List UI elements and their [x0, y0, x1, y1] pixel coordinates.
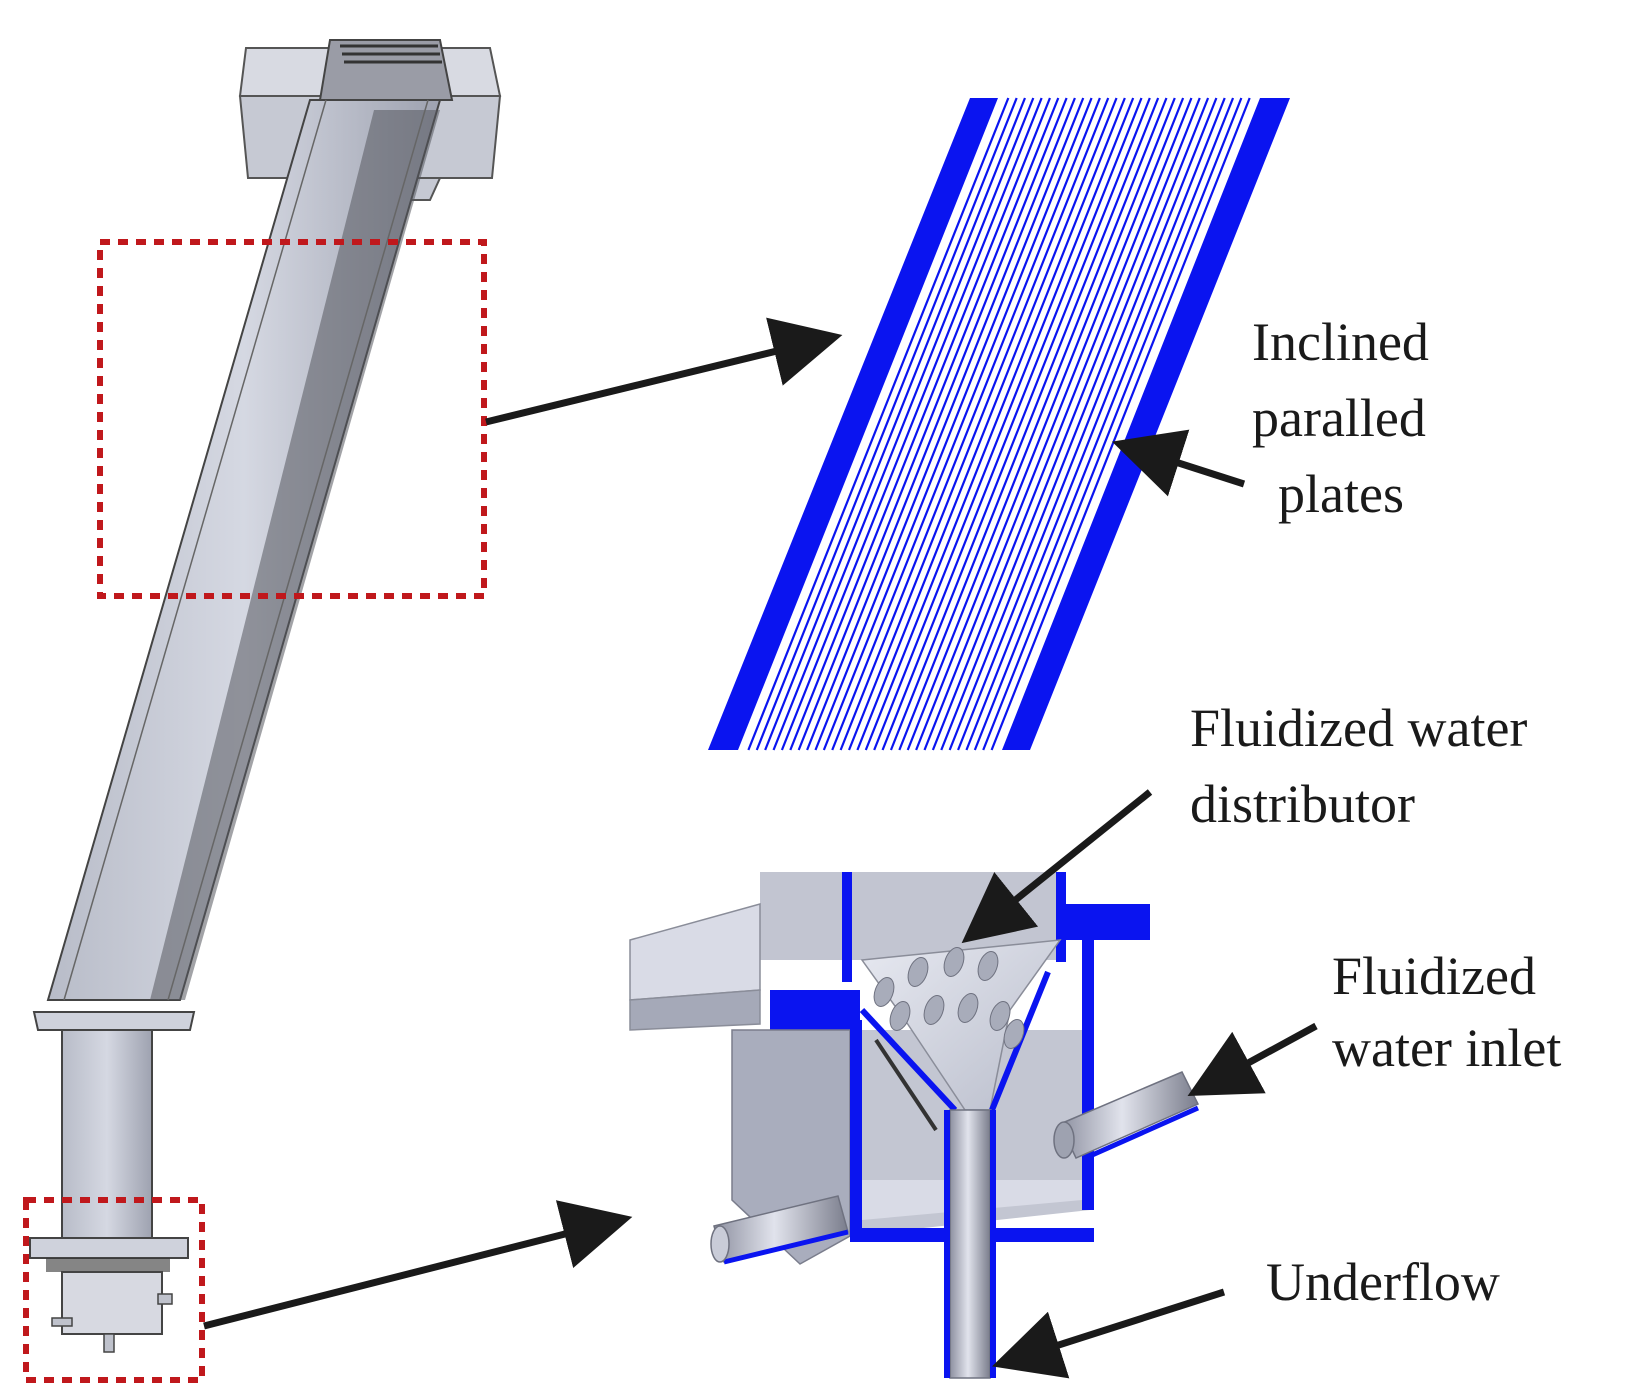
distributor-hole	[889, 1001, 911, 1031]
underflow-label: Underflow	[1266, 1252, 1500, 1312]
plate-line	[889, 97, 1151, 751]
plate-line	[747, 97, 1010, 751]
plate-line	[755, 97, 1018, 751]
plate-line	[906, 97, 1168, 751]
plates-label-line2: paralled	[1252, 388, 1426, 448]
plate-line	[965, 97, 1226, 751]
plate-line	[982, 97, 1243, 751]
plate-line	[831, 97, 1093, 751]
inclined-tube	[46, 99, 442, 1001]
plate-line	[848, 97, 1110, 751]
flange-plate	[629, 903, 1150, 1031]
plate-line	[797, 97, 1060, 751]
plate-line	[957, 97, 1218, 751]
plate-line	[940, 97, 1201, 751]
highlight-box-plates	[97, 239, 487, 599]
arrow-icon	[485, 317, 843, 426]
plate-lines	[747, 97, 1251, 751]
distributor-cone	[859, 939, 1062, 1132]
plate-line	[780, 97, 1043, 751]
ellipse-hole-icon	[873, 947, 1025, 1049]
plate-left-wall	[708, 98, 998, 750]
distributor-label-line1: Fluidized water	[1190, 698, 1527, 758]
plate-line	[873, 97, 1135, 751]
distributor-hole	[873, 977, 895, 1007]
plate-line	[931, 97, 1193, 751]
plates-label-line3: plates	[1278, 464, 1404, 524]
plate-line	[856, 97, 1118, 751]
plate-line	[772, 97, 1035, 751]
plate-line	[822, 97, 1085, 751]
plate-line	[806, 97, 1068, 751]
arrow-icon	[961, 789, 1153, 944]
plate-line	[915, 97, 1176, 751]
plates-label-line1: Inclined	[1252, 312, 1429, 372]
plate-line	[839, 97, 1101, 751]
distributor-hole	[989, 1001, 1011, 1031]
inlet-label-line1: Fluidized	[1332, 946, 1536, 1006]
inlet-label-line2: water inlet	[1332, 1018, 1561, 1078]
plate-line	[789, 97, 1051, 751]
settler-column	[23, 39, 502, 1383]
underflow-pipe	[944, 1109, 996, 1379]
inlet-pipe-right	[1053, 1071, 1200, 1159]
distributor-detail	[629, 872, 1200, 1379]
plate-line	[898, 97, 1160, 751]
distributor-hole	[1003, 1019, 1025, 1049]
arrow-icon	[1112, 429, 1246, 497]
plate-line	[973, 97, 1235, 751]
plate-right-wall	[1002, 98, 1290, 750]
arrow-icon	[1187, 1022, 1318, 1097]
plate-line	[990, 97, 1251, 751]
plate-line	[764, 97, 1026, 751]
distributor-hole	[977, 951, 999, 981]
plates-detail	[708, 97, 1290, 751]
arrow-icon	[203, 1200, 633, 1330]
arrow-icon	[992, 1288, 1226, 1379]
plate-line	[814, 97, 1076, 751]
plate-line	[864, 97, 1126, 751]
distributor-hole	[943, 947, 965, 977]
distributor-hole	[907, 957, 929, 987]
plate-line	[948, 97, 1210, 751]
distributor-hole	[923, 995, 945, 1025]
highlight-box-bottom	[23, 1197, 205, 1383]
plate-line	[923, 97, 1185, 751]
distributor-hole	[957, 993, 979, 1023]
inlet-pipe-left	[710, 1195, 849, 1265]
plate-line	[881, 97, 1143, 751]
distributor-label-line2: distributor	[1190, 774, 1415, 834]
lower-column	[29, 1029, 189, 1353]
